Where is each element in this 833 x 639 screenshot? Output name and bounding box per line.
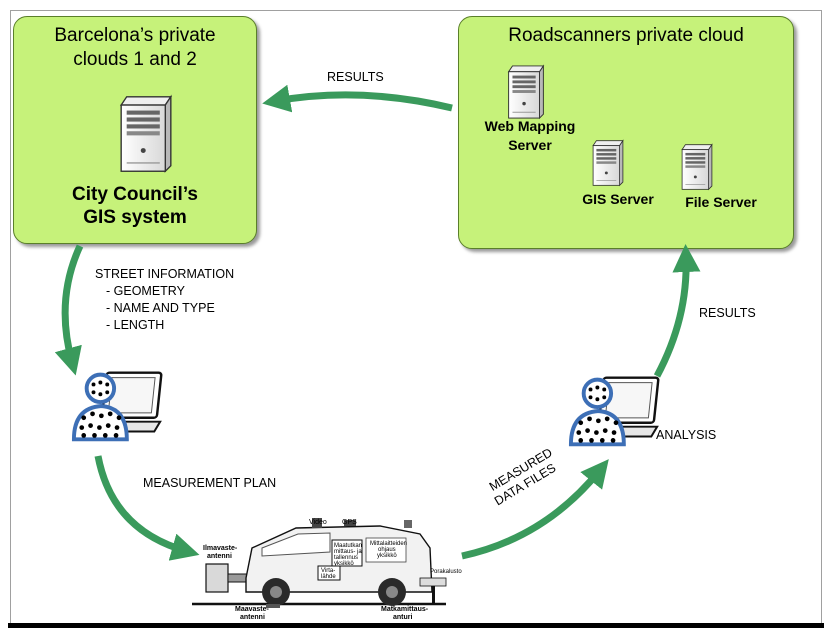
vehicle-label-power-2: lähde [321, 574, 336, 580]
city-council-server-icon [120, 95, 172, 173]
street-info-item: - NAME AND TYPE [106, 301, 215, 315]
vehicle-to-analysis-arrow [461, 459, 609, 560]
vehicle-label-unit-2: mittaus- ja [334, 549, 362, 555]
measurement-plan-label: MEASUREMENT PLAN [143, 476, 277, 490]
measurement-vehicle-icon [192, 518, 447, 608]
street-info-item: - LENGTH [106, 318, 165, 332]
street-information-block: STREET INFORMATION - GEOMETRY - NAME AND… [95, 266, 234, 334]
bottom-rule [8, 623, 824, 628]
plan-to-vehicle-arrow [94, 455, 200, 561]
street-information-heading: STREET INFORMATION [95, 267, 235, 281]
vehicle-label-power-1: Virta- [321, 568, 336, 574]
analyst-user-laptop-icon [568, 375, 661, 447]
results-top-label: RESULTS [327, 70, 384, 84]
vehicle-label-unit-4: yksikkö [334, 561, 354, 567]
street-info-item: - GEOMETRY [106, 284, 185, 298]
barcelona-title-line2: clouds 1 and 2 [73, 49, 197, 70]
web-mapping-label-line2: Server [508, 137, 552, 153]
vehicle-label-distance-2: anturi [393, 614, 413, 621]
vehicle-label-air-antenna-1: Ilmavaste- [203, 545, 238, 552]
gis-server-icon [592, 140, 624, 186]
vehicle-label-control-1: Mittalaitteiden [370, 541, 408, 547]
vehicle-label-video: Video [309, 519, 327, 526]
file-server-label: File Server [685, 194, 757, 210]
roadscanners-title: Roadscanners private cloud [508, 25, 744, 46]
vehicle-label-distance-1: Matkamittaus- [381, 606, 429, 613]
vehicle-label-control-3: yksikkö [377, 553, 397, 559]
roadscanners-cloud-box [458, 16, 794, 249]
web-mapping-server-icon [508, 65, 544, 119]
vehicle-label-drill: Porakalusto [430, 569, 462, 575]
gis-server-label: GIS Server [582, 191, 654, 207]
vehicle-label-ground-antenna-1: Maavaste- [235, 606, 269, 613]
vehicle-label-ground-antenna-2: antenni [240, 614, 265, 621]
file-server-icon [681, 144, 713, 190]
barcelona-title-line1: Barcelona’s private [54, 25, 216, 46]
vehicle-label-gps: GPS [342, 519, 357, 526]
vehicle-label-control-2: ohjaus [378, 547, 396, 553]
results-to-barcelona-arrow [262, 84, 453, 113]
vehicle-label-unit-3: tallennus [334, 555, 359, 561]
city-council-label-line1: City Council’s [72, 184, 198, 205]
vehicle-label-air-antenna-2: antenni [207, 553, 232, 560]
web-mapping-label-line1: Web Mapping [484, 118, 576, 134]
vehicle-label-unit-1: Maatutkan [334, 543, 363, 549]
analysis-label: ANALYSIS [656, 428, 717, 442]
city-council-label-line2: GIS system [83, 207, 187, 228]
barcelona-to-planner-arrow [54, 244, 84, 376]
results-right-label: RESULTS [699, 306, 756, 320]
analysis-to-roadscanners-arrow [653, 244, 701, 378]
planner-user-laptop-icon [71, 370, 164, 442]
